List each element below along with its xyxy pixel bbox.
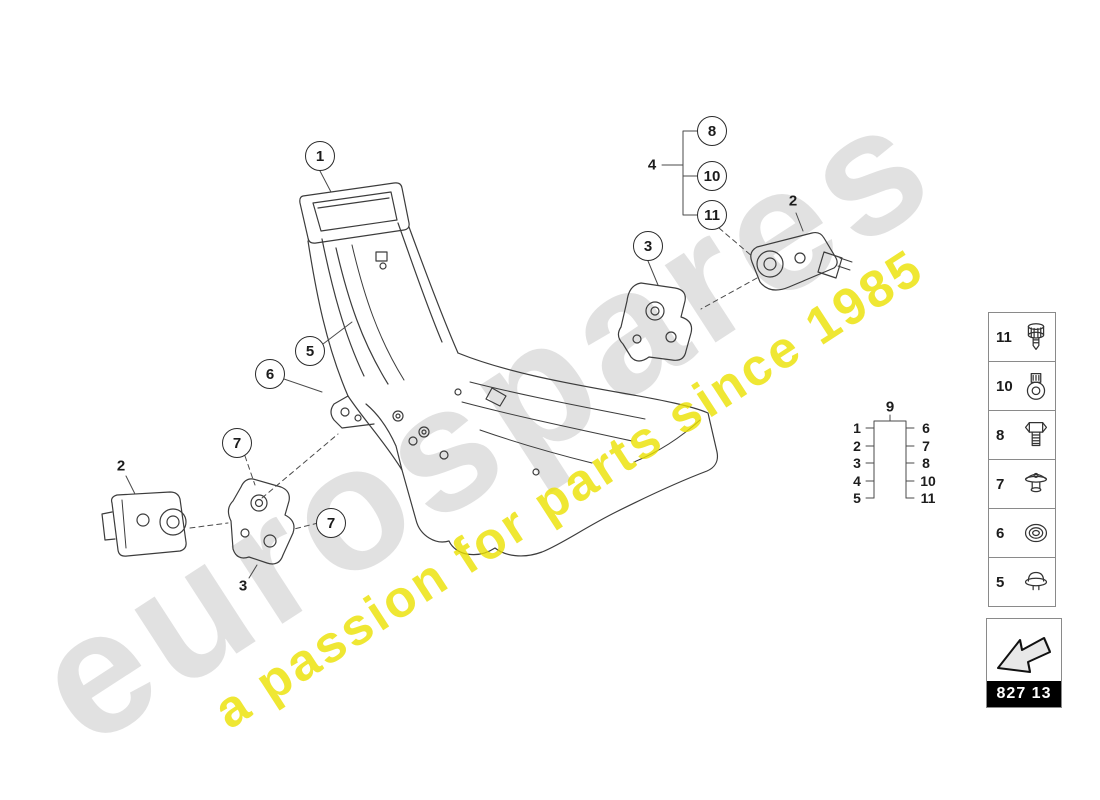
relation-right-8: 8 [922,455,930,471]
legend-item-5[interactable]: 5 [988,557,1056,607]
bracket-left-drawing [227,478,295,565]
legend-item-7[interactable]: 7 [988,459,1056,509]
callout-7-upper[interactable]: 7 [222,428,252,458]
retaining-clip-icon [1017,366,1055,406]
diagram-code-box[interactable]: 827 13 [986,618,1062,708]
relation-left-3: 3 [853,455,861,471]
legend-item-label: 8 [996,426,1005,444]
callout-11[interactable]: 11 [697,200,727,230]
callout-3-top[interactable]: 3 [633,231,663,261]
callout-8[interactable]: 8 [697,116,727,146]
relation-right-11: 11 [920,490,936,506]
relation-right-10: 10 [920,473,936,489]
legend-item-label: 7 [996,475,1005,493]
legend-item-6[interactable]: 6 [988,508,1056,558]
callout-10[interactable]: 10 [697,161,727,191]
actuator-left-drawing [101,491,187,557]
legend-item-label: 5 [996,573,1005,591]
label-2-right[interactable]: 2 [788,192,798,210]
torx-screw-icon [1017,317,1055,357]
relation-brackets [865,414,915,499]
relation-left-1: 1 [853,420,861,436]
legend-item-10[interactable]: 10 [988,361,1056,411]
direction-arrow-icon [987,619,1061,681]
hex-bolt-icon [1017,415,1055,455]
relation-left-4: 4 [853,473,861,489]
relation-left-5: 5 [853,490,861,506]
aero-duct-drawing [299,182,459,471]
legend-item-label: 11 [996,328,1012,346]
callout-6[interactable]: 6 [255,359,285,389]
relation-left-2: 2 [853,438,861,454]
callout-7-lower[interactable]: 7 [316,508,346,538]
legend-item-11[interactable]: 11 [988,312,1056,362]
legend-item-label: 10 [996,377,1013,395]
leader-lines [125,170,804,579]
aero-tray-drawing [347,352,719,557]
label-9[interactable]: 9 [885,398,895,416]
diagram-code: 827 13 [987,681,1061,707]
callout-5[interactable]: 5 [295,336,325,366]
label-2-left[interactable]: 2 [116,457,126,475]
legend-item-8[interactable]: 8 [988,410,1056,460]
label-3-bottom[interactable]: 3 [238,577,248,595]
bracket-right-drawing [617,282,693,362]
relation-right-6: 6 [922,420,930,436]
cap-nut-icon [1017,562,1055,602]
legend-item-label: 6 [996,524,1005,542]
fastener-legend: 11 10 [988,312,1056,607]
push-rivet-icon [1017,464,1055,504]
bushing-icon [1017,513,1055,553]
callout-1[interactable]: 1 [305,141,335,171]
group-4-bracket [661,130,698,216]
label-4[interactable]: 4 [647,156,657,174]
actuator-right-drawing [750,231,853,291]
relation-right-7: 7 [922,438,930,454]
